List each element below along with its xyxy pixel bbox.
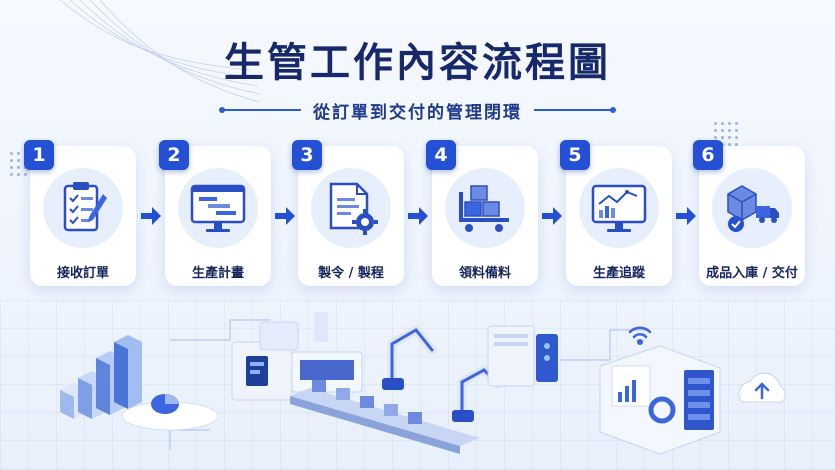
step-card-3: 3 製令 / 製程 [292,140,404,286]
arrow-right-icon [408,207,428,225]
dashboard-device-illustration [599,345,721,455]
wifi-icon [628,326,652,346]
page-title: 生管工作內容流程圖 [224,40,611,86]
step-number-2: 2 [159,140,189,170]
step-label-3: 製令 / 製程 [318,266,384,281]
step-label-2: 生產計畫 [191,266,244,281]
step-card-6: 6 成品入庫 / 交付 [693,140,805,286]
step-icon-circle-2 [178,168,258,248]
step-number-6: 6 [693,140,723,170]
arrow-right-icon [676,207,696,225]
step-card-1: 1 接收訂單 [24,140,136,286]
subtitle-line-right [534,107,616,113]
cart-boxes-icon [459,185,509,232]
arrow-right-icon [275,207,295,225]
step-icon-circle-6 [712,168,792,248]
factory-machine-illustration [231,312,363,401]
subtitle-line-left [219,107,301,113]
decorative-wave-lines [59,0,260,103]
gantt-monitor-icon [190,184,246,232]
step-icon-circle-1 [43,168,123,248]
step-label-6: 成品入庫 / 交付 [706,266,798,281]
pie-chart-illustration [121,394,219,431]
package-truck-icon [727,185,779,232]
step-icon-circle-3 [311,168,391,248]
factory-illustration [60,312,786,455]
step-card-4: 4 領料備料 [426,140,538,286]
step-card-2: 2 生產計畫 [159,140,271,286]
step-number-1: 1 [24,140,54,170]
step-number-4: 4 [426,140,456,170]
step-label-4: 領料備料 [458,266,511,281]
document-gear-icon [329,182,378,235]
step-label-1: 接收訂單 [56,266,109,281]
step-number-5: 5 [560,140,590,170]
arrow-right-icon [542,207,562,225]
subtitle-row: 從訂單到交付的管理閉環 [0,98,835,123]
bar-blocks-illustration [60,335,142,419]
server-tower-illustration [487,325,558,387]
step-number-3: 3 [292,140,322,170]
step-icon-circle-4 [445,168,525,248]
robot-arm-illustration [382,324,503,422]
cloud-upload-icon [738,372,786,403]
conveyor-belt-illustration [290,380,480,454]
clipboard-checklist-icon [63,182,107,232]
step-label-5: 生產追蹤 [592,266,645,281]
step-card-5: 5 生產追蹤 [560,140,672,286]
trend-monitor-icon [591,184,647,232]
step-icon-circle-5 [579,168,659,248]
page-subtitle: 從訂單到交付的管理閉環 [313,102,522,123]
arrow-right-icon [141,207,161,225]
